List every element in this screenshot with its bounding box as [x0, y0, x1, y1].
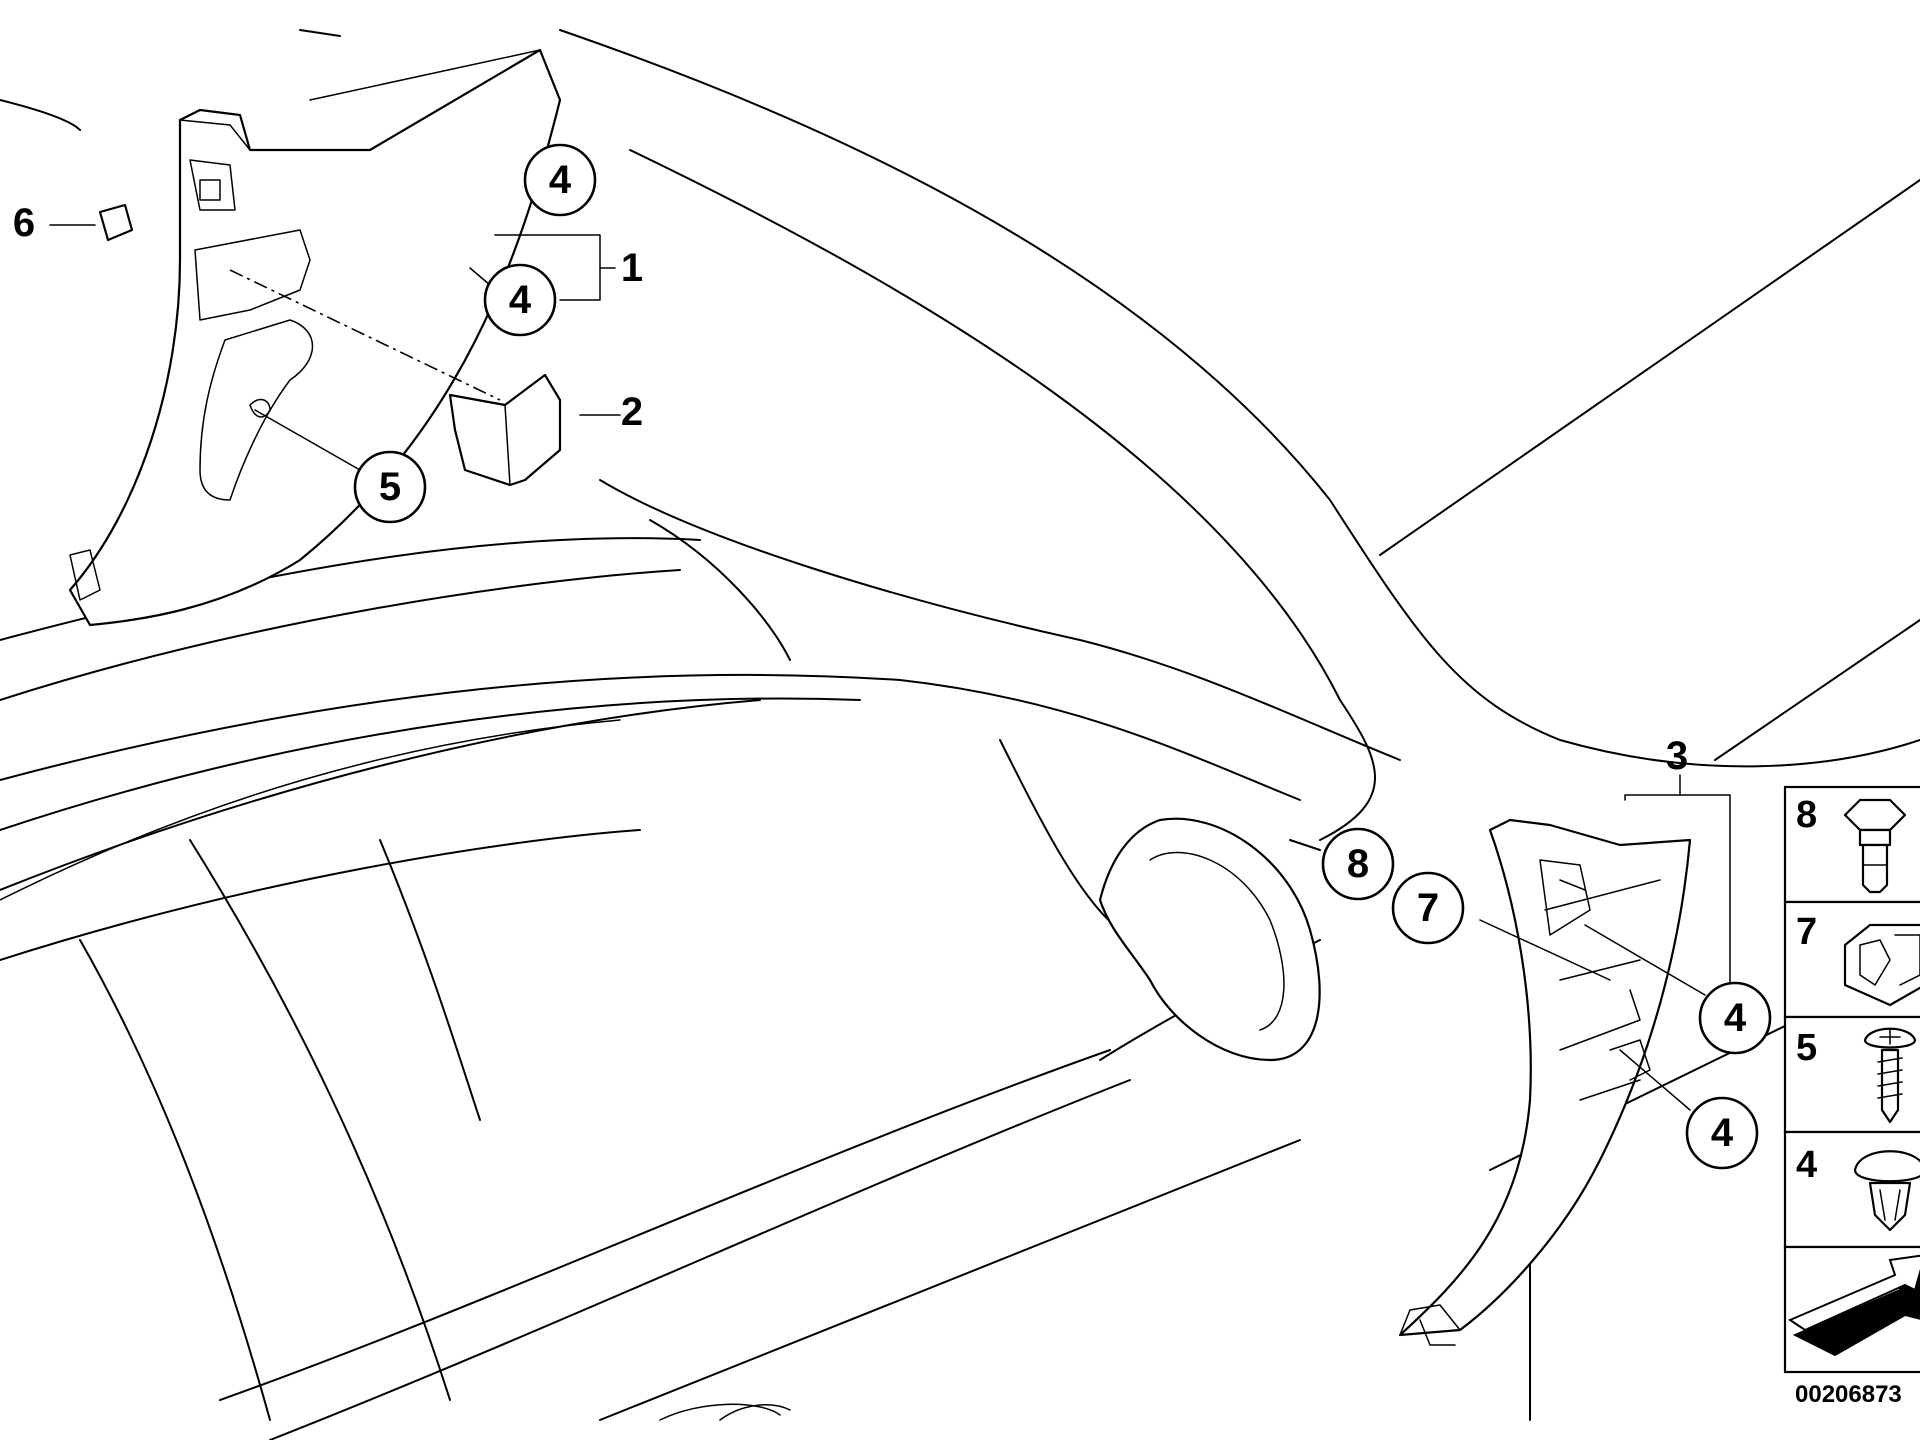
- svg-text:4: 4: [509, 278, 532, 322]
- svg-text:4: 4: [1724, 996, 1747, 1040]
- svg-text:1: 1: [621, 246, 643, 290]
- svg-text:6: 6: [13, 201, 35, 245]
- leader-5: [254, 409, 361, 471]
- legend-number-7: 7: [1796, 911, 1817, 953]
- direction-arrow-icon: [1787, 1254, 1920, 1357]
- leader-4d: [1619, 1049, 1691, 1111]
- clip-nut-icon: [1843, 923, 1920, 1007]
- svg-text:4: 4: [1711, 1111, 1734, 1155]
- leader-7: [1479, 919, 1611, 981]
- hex-bolt-icon: [1843, 798, 1907, 894]
- svg-text:2: 2: [621, 390, 643, 434]
- callout-4-right-lower: 4: [1685, 1096, 1759, 1170]
- svg-text:8: 8: [1347, 842, 1369, 886]
- label-3: 3: [1666, 734, 1688, 778]
- label-6: 6: [13, 201, 35, 245]
- legend-number-5: 5: [1796, 1027, 1817, 1069]
- label-2: 2: [621, 390, 643, 434]
- pillar-trim-panel-1: [68, 48, 562, 627]
- side-mirror: [1098, 817, 1321, 1062]
- callout-4-right-upper: 4: [1698, 981, 1772, 1055]
- push-clip-icon: [1853, 1150, 1920, 1232]
- callout-4-mid: 4: [483, 263, 557, 337]
- svg-text:3: 3: [1666, 734, 1688, 778]
- leader-4c: [1584, 924, 1706, 996]
- svg-text:5: 5: [379, 465, 401, 509]
- label-1: 1: [621, 246, 643, 290]
- leader-4b: [469, 267, 491, 286]
- bracket-3: [1624, 794, 1731, 1001]
- callout-8: 8: [1321, 827, 1395, 901]
- parts-legend: 8 7 5 4: [1783, 785, 1920, 1374]
- assembly-line: [229, 269, 501, 401]
- pillar-trim-panel-3: [1398, 818, 1692, 1346]
- cover-part-2: [448, 373, 562, 487]
- legend-number-4: 4: [1796, 1144, 1817, 1186]
- callout-4-top: 4: [523, 143, 597, 217]
- svg-text:7: 7: [1417, 886, 1439, 930]
- reference-number: 00206873: [1795, 1381, 1902, 1408]
- legend-number-8: 8: [1796, 794, 1817, 836]
- callout-5: 5: [353, 450, 427, 524]
- callout-7: 7: [1391, 871, 1465, 945]
- screw-icon: [1863, 1027, 1917, 1124]
- svg-text:4: 4: [549, 158, 572, 202]
- small-clip-6: [98, 203, 134, 242]
